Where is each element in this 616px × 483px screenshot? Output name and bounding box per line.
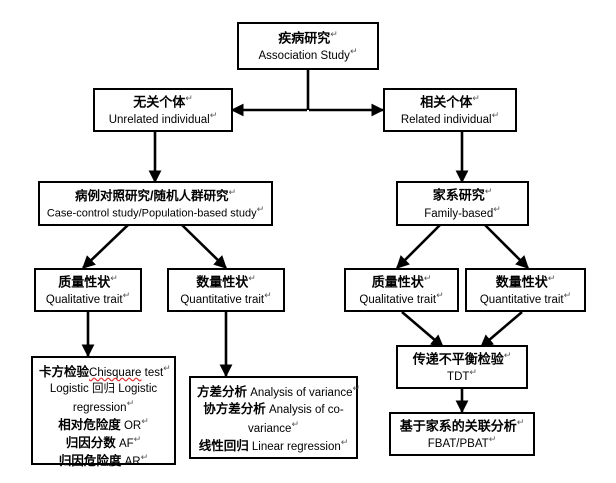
return-mark: ↵ xyxy=(110,272,118,283)
method-line-ancova: 协方差分析 Analysis of co-variance↵ xyxy=(203,402,344,435)
return-mark: ↵ xyxy=(563,290,572,301)
node-case-control-study[interactable]: 病例对照研究/随机人群研究↵ Case-control study/Popula… xyxy=(38,181,273,226)
node-fbat-pbat[interactable]: 基于家系的关联分析↵ FBAT/PBAT↵ xyxy=(389,412,535,456)
return-mark: ↵ xyxy=(141,415,149,426)
node-related-individual[interactable]: 相关个体↵ Related individual↵ xyxy=(383,88,517,132)
node-qualitative-trait-right[interactable]: 质量性状↵ Qualitative trait↵ xyxy=(344,268,459,312)
return-mark: ↵ xyxy=(340,436,349,447)
node-qualitative-trait-right-cn-label: 质量性状↵ xyxy=(371,272,432,290)
return-mark: ↵ xyxy=(291,418,299,429)
edge-case-control-to-quantitative xyxy=(181,224,227,269)
edge-family-to-quantitative xyxy=(484,224,529,269)
node-quantitative-trait-right-en-label: Quantitative trait↵ xyxy=(479,290,572,306)
node-unrelated-individual-en-label: Unrelated individual↵ xyxy=(108,110,218,126)
return-mark: ↵ xyxy=(140,452,149,463)
node-unrelated-individual-cn-label: 无关个体↵ xyxy=(133,92,193,110)
node-quantitative-methods[interactable]: 方差分析 Analysis of variance↵ 协方差分析 Analysi… xyxy=(189,376,361,459)
misspelled-word: Chisquare xyxy=(89,367,142,379)
return-mark: ↵ xyxy=(185,92,193,103)
node-association-study[interactable]: 疾病研究↵ Association Study↵ xyxy=(237,22,379,70)
method-line-ar: 归因危险度 AR↵ xyxy=(58,452,149,469)
node-tdt[interactable]: 传递不平衡检验↵ TDT↵ xyxy=(396,345,528,389)
node-qualitative-trait-right-en-label: Qualitative trait↵ xyxy=(359,290,444,306)
return-mark: ↵ xyxy=(256,203,265,214)
node-association-study-en-label: Association Study↵ xyxy=(258,46,358,62)
return-mark: ↵ xyxy=(209,110,218,121)
node-related-individual-cn-label: 相关个体↵ xyxy=(420,92,480,110)
return-mark: ↵ xyxy=(493,203,501,214)
node-family-based-cn-label: 家系研究↵ xyxy=(432,186,493,203)
return-mark: ↵ xyxy=(330,28,338,39)
return-mark: ↵ xyxy=(469,367,477,378)
return-mark: ↵ xyxy=(436,290,444,301)
return-mark: ↵ xyxy=(352,383,361,393)
edge-quantitative-right-to-tdt xyxy=(480,311,523,348)
edge-case-control-to-qualitative xyxy=(82,224,129,269)
node-tdt-en-label: TDT↵ xyxy=(447,367,477,383)
method-line-anova: 方差分析 Analysis of variance↵ xyxy=(197,383,361,399)
method-line-linear-regression: 线性回归 Linear regression↵ xyxy=(198,436,349,453)
method-line-chisquare: 卡方检验Chisquare test↵ xyxy=(39,363,171,379)
return-mark: ↵ xyxy=(484,186,493,197)
return-mark: ↵ xyxy=(488,434,497,445)
node-quantitative-trait-left-en-label: Quantitative trait↵ xyxy=(180,290,272,306)
node-family-based-en-label: Family-based↵ xyxy=(424,203,501,220)
method-line-logistic: Logistic 回归 Logistic regression↵ xyxy=(49,383,158,414)
node-case-control-study-cn-label: 病例对照研究/随机人群研究↵ xyxy=(74,187,237,204)
return-mark: ↵ xyxy=(126,397,135,408)
return-mark: ↵ xyxy=(547,272,556,283)
return-mark: ↵ xyxy=(491,110,500,121)
node-fbat-pbat-en-label: FBAT/PBAT↵ xyxy=(427,434,497,450)
return-mark: ↵ xyxy=(516,416,525,427)
node-association-study-cn-label: 疾病研究↵ xyxy=(278,28,338,46)
return-mark: ↵ xyxy=(349,46,358,57)
node-family-based[interactable]: 家系研究↵ Family-based↵ xyxy=(396,181,529,226)
return-mark: ↵ xyxy=(122,290,131,301)
edge-qualitative-right-to-tdt xyxy=(401,311,444,348)
node-case-control-study-en-label: Case-control study/Population-based stud… xyxy=(46,203,265,220)
return-mark: ↵ xyxy=(503,349,512,360)
node-quantitative-trait-right[interactable]: 数量性状↵ Quantitative trait↵ xyxy=(465,268,586,312)
node-related-individual-en-label: Related individual↵ xyxy=(400,110,500,126)
method-line-or: 相对危险度 OR↵ xyxy=(58,415,149,432)
node-fbat-pbat-cn-label: 基于家系的关联分析↵ xyxy=(399,416,525,434)
return-mark: ↵ xyxy=(228,187,237,198)
return-mark: ↵ xyxy=(264,290,272,301)
return-mark: ↵ xyxy=(423,272,432,283)
node-quantitative-trait-right-cn-label: 数量性状↵ xyxy=(495,272,556,290)
node-quantitative-trait-left-cn-label: 数量性状↵ xyxy=(196,272,256,290)
return-mark: ↵ xyxy=(248,272,256,283)
return-mark: ↵ xyxy=(163,363,171,373)
node-qualitative-trait-left[interactable]: 质量性状↵ Qualitative trait↵ xyxy=(34,268,142,312)
node-quantitative-trait-left[interactable]: 数量性状↵ Quantitative trait↵ xyxy=(167,268,285,312)
node-tdt-cn-label: 传递不平衡检验↵ xyxy=(412,349,512,367)
method-line-af: 归因分数 AF↵ xyxy=(65,434,142,451)
node-qualitative-trait-left-cn-label: 质量性状↵ xyxy=(58,272,118,290)
node-qualitative-methods[interactable]: 卡方检验Chisquare test↵ Logistic 回归 Logistic… xyxy=(31,356,176,468)
node-unrelated-individual[interactable]: 无关个体↵ Unrelated individual↵ xyxy=(93,88,233,132)
return-mark: ↵ xyxy=(133,434,142,445)
node-qualitative-trait-left-en-label: Qualitative trait↵ xyxy=(45,290,131,306)
return-mark: ↵ xyxy=(472,92,480,103)
edge-family-to-qualitative xyxy=(396,224,441,269)
